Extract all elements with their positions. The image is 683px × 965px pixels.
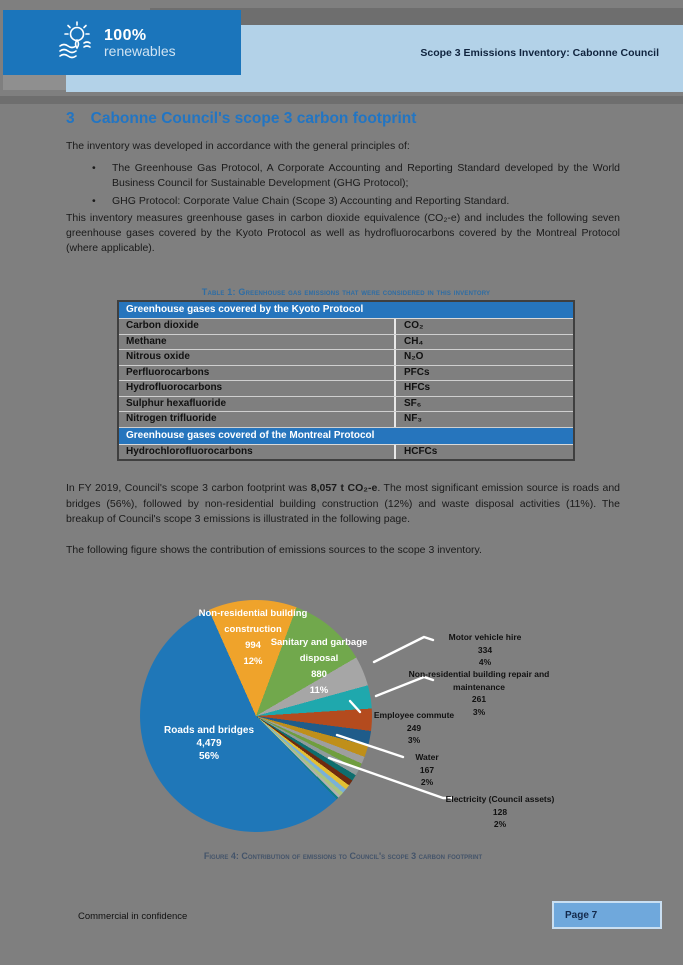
slice-value: 880 bbox=[311, 669, 327, 680]
table-row: Methane CH₄ bbox=[119, 334, 573, 350]
slice-value: 334 bbox=[477, 644, 493, 655]
slice-value: 128 bbox=[492, 806, 508, 817]
slice-value: 261 bbox=[471, 694, 487, 704]
callout-motor-vehicle-hire: Motor vehicle hire 334 4% bbox=[415, 631, 555, 669]
table-row: Nitrogen trifluoride NF₃ bbox=[119, 412, 573, 428]
slice-name: Water bbox=[415, 752, 439, 762]
header-bottom-strip bbox=[0, 96, 683, 104]
slice-label-nonres-construction: Non-residential building construction 99… bbox=[197, 606, 309, 670]
gas-formula: HFCs bbox=[404, 382, 431, 393]
gas-name: Perfluorocarbons bbox=[119, 365, 396, 380]
callout-employee-commute: Employee commute 249 3% bbox=[352, 709, 476, 747]
slice-pct: 2% bbox=[493, 819, 507, 829]
slice-name: Roads and bridges bbox=[163, 725, 254, 736]
bullet-item: The Greenhouse Gas Protocol, A Corporate… bbox=[66, 161, 620, 191]
callout-building-repair: Non-residential building repair and main… bbox=[393, 668, 565, 718]
slice-value: 994 bbox=[245, 640, 261, 651]
inventory-paragraph: This inventory measures greenhouse gases… bbox=[66, 212, 620, 254]
page-number-badge: Page 7 bbox=[552, 901, 662, 929]
slice-name: Employee commute bbox=[373, 710, 455, 720]
section-title: Cabonne Council's scope 3 carbon footpri… bbox=[90, 110, 417, 127]
gas-name: Sulphur hexafluoride bbox=[119, 396, 396, 411]
slice-pct: 4% bbox=[478, 657, 492, 667]
bullet-list: The Greenhouse Gas Protocol, A Corporate… bbox=[66, 161, 620, 212]
slice-pct: 11% bbox=[309, 685, 329, 696]
figure-caption: Figure 4: Contribution of emissions to C… bbox=[203, 851, 483, 861]
footprint-total: 8,057 t CO₂-e bbox=[310, 482, 378, 494]
slice-label-roads-bridges: Roads and bridges 4,479 56% bbox=[144, 724, 274, 763]
gas-name: Hydrochlorofluorocarbons bbox=[119, 444, 396, 459]
table-row: Nitrous oxide N₂O bbox=[119, 350, 573, 366]
gas-name: Nitrous oxide bbox=[119, 350, 396, 365]
gas-formula: SF₆ bbox=[404, 397, 422, 409]
gas-name: Methane bbox=[119, 334, 396, 349]
logo-tail-block bbox=[3, 75, 66, 90]
slice-value: 249 bbox=[406, 722, 422, 733]
gas-formula: HCFCs bbox=[404, 445, 438, 457]
callout-electricity: Electricity (Council assets) 128 2% bbox=[419, 793, 581, 831]
table-row: Sulphur hexafluoride SF₆ bbox=[119, 396, 573, 412]
slice-name: Non-residential building construction bbox=[198, 608, 308, 635]
intro-paragraph: The inventory was developed in accordanc… bbox=[66, 140, 410, 152]
document-title: Scope 3 Emissions Inventory: Cabonne Cou… bbox=[420, 47, 659, 59]
page-number: Page 7 bbox=[565, 909, 598, 921]
slice-name: Electricity (Council assets) bbox=[445, 794, 555, 804]
slice-pct: 12% bbox=[243, 656, 263, 667]
slice-value: 167 bbox=[419, 764, 435, 775]
confidentiality-note: Commercial in confidence bbox=[78, 911, 188, 922]
table-row: Perfluorocarbons PFCs bbox=[119, 365, 573, 381]
gas-name: Nitrogen trifluoride bbox=[119, 412, 396, 427]
slice-pct: 56% bbox=[198, 751, 219, 762]
table-row: Hydrochlorofluorocarbons HCFCs bbox=[119, 444, 573, 459]
section-heading: 3 Cabonne Council's scope 3 carbon footpr… bbox=[66, 110, 620, 128]
callout-water: Water 167 2% bbox=[387, 751, 467, 789]
slice-pct: 3% bbox=[472, 706, 486, 717]
figure-intro-paragraph: The following figure shows the contribut… bbox=[66, 544, 482, 556]
table-caption: Table 1: Greenhouse gas emissions that w… bbox=[201, 287, 491, 297]
logo: 100% renewables bbox=[3, 10, 241, 75]
bullet-item: GHG Protocol: Corporate Value Chain (Sco… bbox=[66, 194, 620, 209]
table-row: Carbon dioxide CO₂ bbox=[119, 319, 573, 335]
footprint-text-pre: In FY 2019, Council's scope 3 carbon foo… bbox=[66, 482, 311, 494]
slice-name: Non-residential building repair and main… bbox=[408, 669, 550, 692]
table-section-header: Greenhouse gases covered by the Kyoto Pr… bbox=[119, 302, 573, 319]
renewables-logo-icon bbox=[55, 19, 95, 66]
logo-line1: 100% bbox=[104, 26, 147, 44]
gas-formula: NF₃ bbox=[404, 413, 422, 424]
slice-value: 4,479 bbox=[196, 738, 222, 749]
slice-pct: 2% bbox=[420, 777, 434, 787]
footprint-text-post: . The most significant emission source i… bbox=[66, 482, 621, 525]
gas-formula: CH₄ bbox=[404, 335, 424, 347]
footprint-paragraph: In FY 2019, Council's scope 3 carbon foo… bbox=[66, 481, 620, 528]
slice-pct: 3% bbox=[407, 735, 421, 745]
section-number: 3 bbox=[66, 110, 75, 127]
gas-name: Hydrofluorocarbons bbox=[119, 381, 396, 396]
gas-formula: N₂O bbox=[404, 351, 424, 362]
logo-text: 100% renewables bbox=[104, 27, 176, 59]
slice-name: Sanitary and garbage disposal bbox=[270, 637, 368, 664]
gas-formula: CO₂ bbox=[404, 320, 424, 331]
table-section-header: Greenhouse gases covered of the Montreal… bbox=[119, 427, 573, 445]
gas-table: Greenhouse gases covered by the Kyoto Pr… bbox=[117, 300, 575, 461]
slice-name: Motor vehicle hire bbox=[448, 632, 522, 642]
logo-line2: renewables bbox=[104, 42, 176, 59]
gas-formula: PFCs bbox=[404, 366, 430, 378]
table-row: Hydrofluorocarbons HFCs bbox=[119, 381, 573, 397]
gas-name: Carbon dioxide bbox=[119, 319, 396, 334]
slice-label-sanitary-garbage: Sanitary and garbage disposal 880 11% bbox=[262, 635, 376, 699]
header-top-strip bbox=[150, 8, 683, 25]
